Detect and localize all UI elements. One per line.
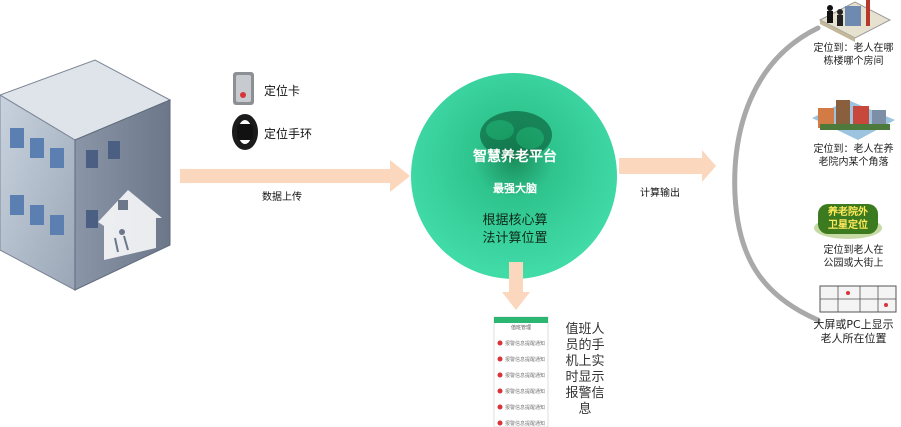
phone-caption: 值班人 员的手 机上实 时显示 报警信 息 — [560, 322, 610, 418]
phone-alert-dots — [497, 340, 503, 426]
output-item-campus-line1: 定位到：老人在养 — [813, 144, 894, 155]
room-scene-icon — [818, 0, 892, 42]
upload-label: 数据上传 — [262, 192, 302, 203]
phone-screen — [493, 316, 549, 427]
phone-row: 报警信息提醒通知 — [505, 389, 546, 395]
phone-row: 报警信息提醒通知 — [505, 357, 546, 363]
output-item-outdoor: 定位到老人在 公园或大街上 — [806, 244, 901, 270]
output-arrow — [619, 150, 716, 182]
output-item-room-line2: 栋楼哪个房间 — [823, 56, 884, 67]
hub-circle — [411, 73, 617, 279]
wristband-label: 定位手环 — [264, 127, 313, 141]
phone-caption-line: 息 — [578, 402, 592, 417]
output-item-room: 定位到：老人在哪 栋楼哪个房间 — [806, 42, 901, 68]
phone-header: 值班管理 — [510, 325, 531, 331]
down-arrow — [502, 262, 530, 310]
output-item-outdoor-line2: 公园或大街上 — [823, 258, 884, 269]
phone-row: 报警信息提醒通知 — [505, 421, 546, 427]
hub-description-line2: 法计算位置 — [482, 231, 548, 246]
output-item-campus-line2: 老院内某个角落 — [818, 157, 889, 168]
output-item-campus: 定位到：老人在养 老院内某个角落 — [806, 143, 901, 169]
output-item-room-line1: 定位到：老人在哪 — [813, 43, 894, 54]
phone-caption-line: 报警信 — [565, 386, 605, 401]
satellite-badge-line1: 养老院外 — [828, 207, 868, 218]
hub-description-line1: 根据核心算 — [482, 213, 548, 228]
locator-card-label: 定位卡 — [264, 84, 301, 98]
phone-row: 报警信息提醒通知 — [505, 341, 546, 347]
hub-description: 根据核心算 法计算位置 — [450, 212, 580, 248]
hub-subtitle: 最强大脑 — [493, 182, 537, 195]
campus-scene-icon — [812, 100, 895, 140]
phone-caption-line: 时显示 — [565, 370, 605, 385]
phone-row: 报警信息提醒通知 — [505, 373, 546, 379]
upload-arrow — [180, 160, 410, 192]
satellite-badge-line2: 卫星定位 — [828, 220, 868, 231]
floor-plan-icon — [819, 285, 897, 313]
output-item-screen-line2: 老人所在位置 — [820, 332, 887, 345]
output-item-screen-line1: 大屏或PC上显示 — [813, 318, 894, 331]
phone-caption-line: 机上实 — [565, 354, 605, 369]
phone-row: 报警信息提醒通知 — [505, 405, 546, 411]
hub-title: 智慧养老平台 — [473, 149, 557, 165]
phone-caption-line: 值班人 — [565, 322, 605, 337]
output-item-outdoor-line1: 定位到老人在 — [823, 245, 884, 256]
output-curve — [732, 25, 821, 323]
satellite-badge-text: 养老院外 卫星定位 — [818, 206, 878, 232]
output-label: 计算输出 — [640, 188, 680, 199]
brain-icon — [480, 111, 552, 159]
locator-card-icon — [233, 72, 254, 105]
satellite-badge — [814, 204, 882, 239]
building-icon — [0, 59, 172, 291]
output-item-screen: 大屏或PC上显示 老人所在位置 — [806, 318, 901, 346]
phone-caption-line: 员的手 — [565, 338, 605, 353]
wristband-icon — [232, 114, 258, 150]
